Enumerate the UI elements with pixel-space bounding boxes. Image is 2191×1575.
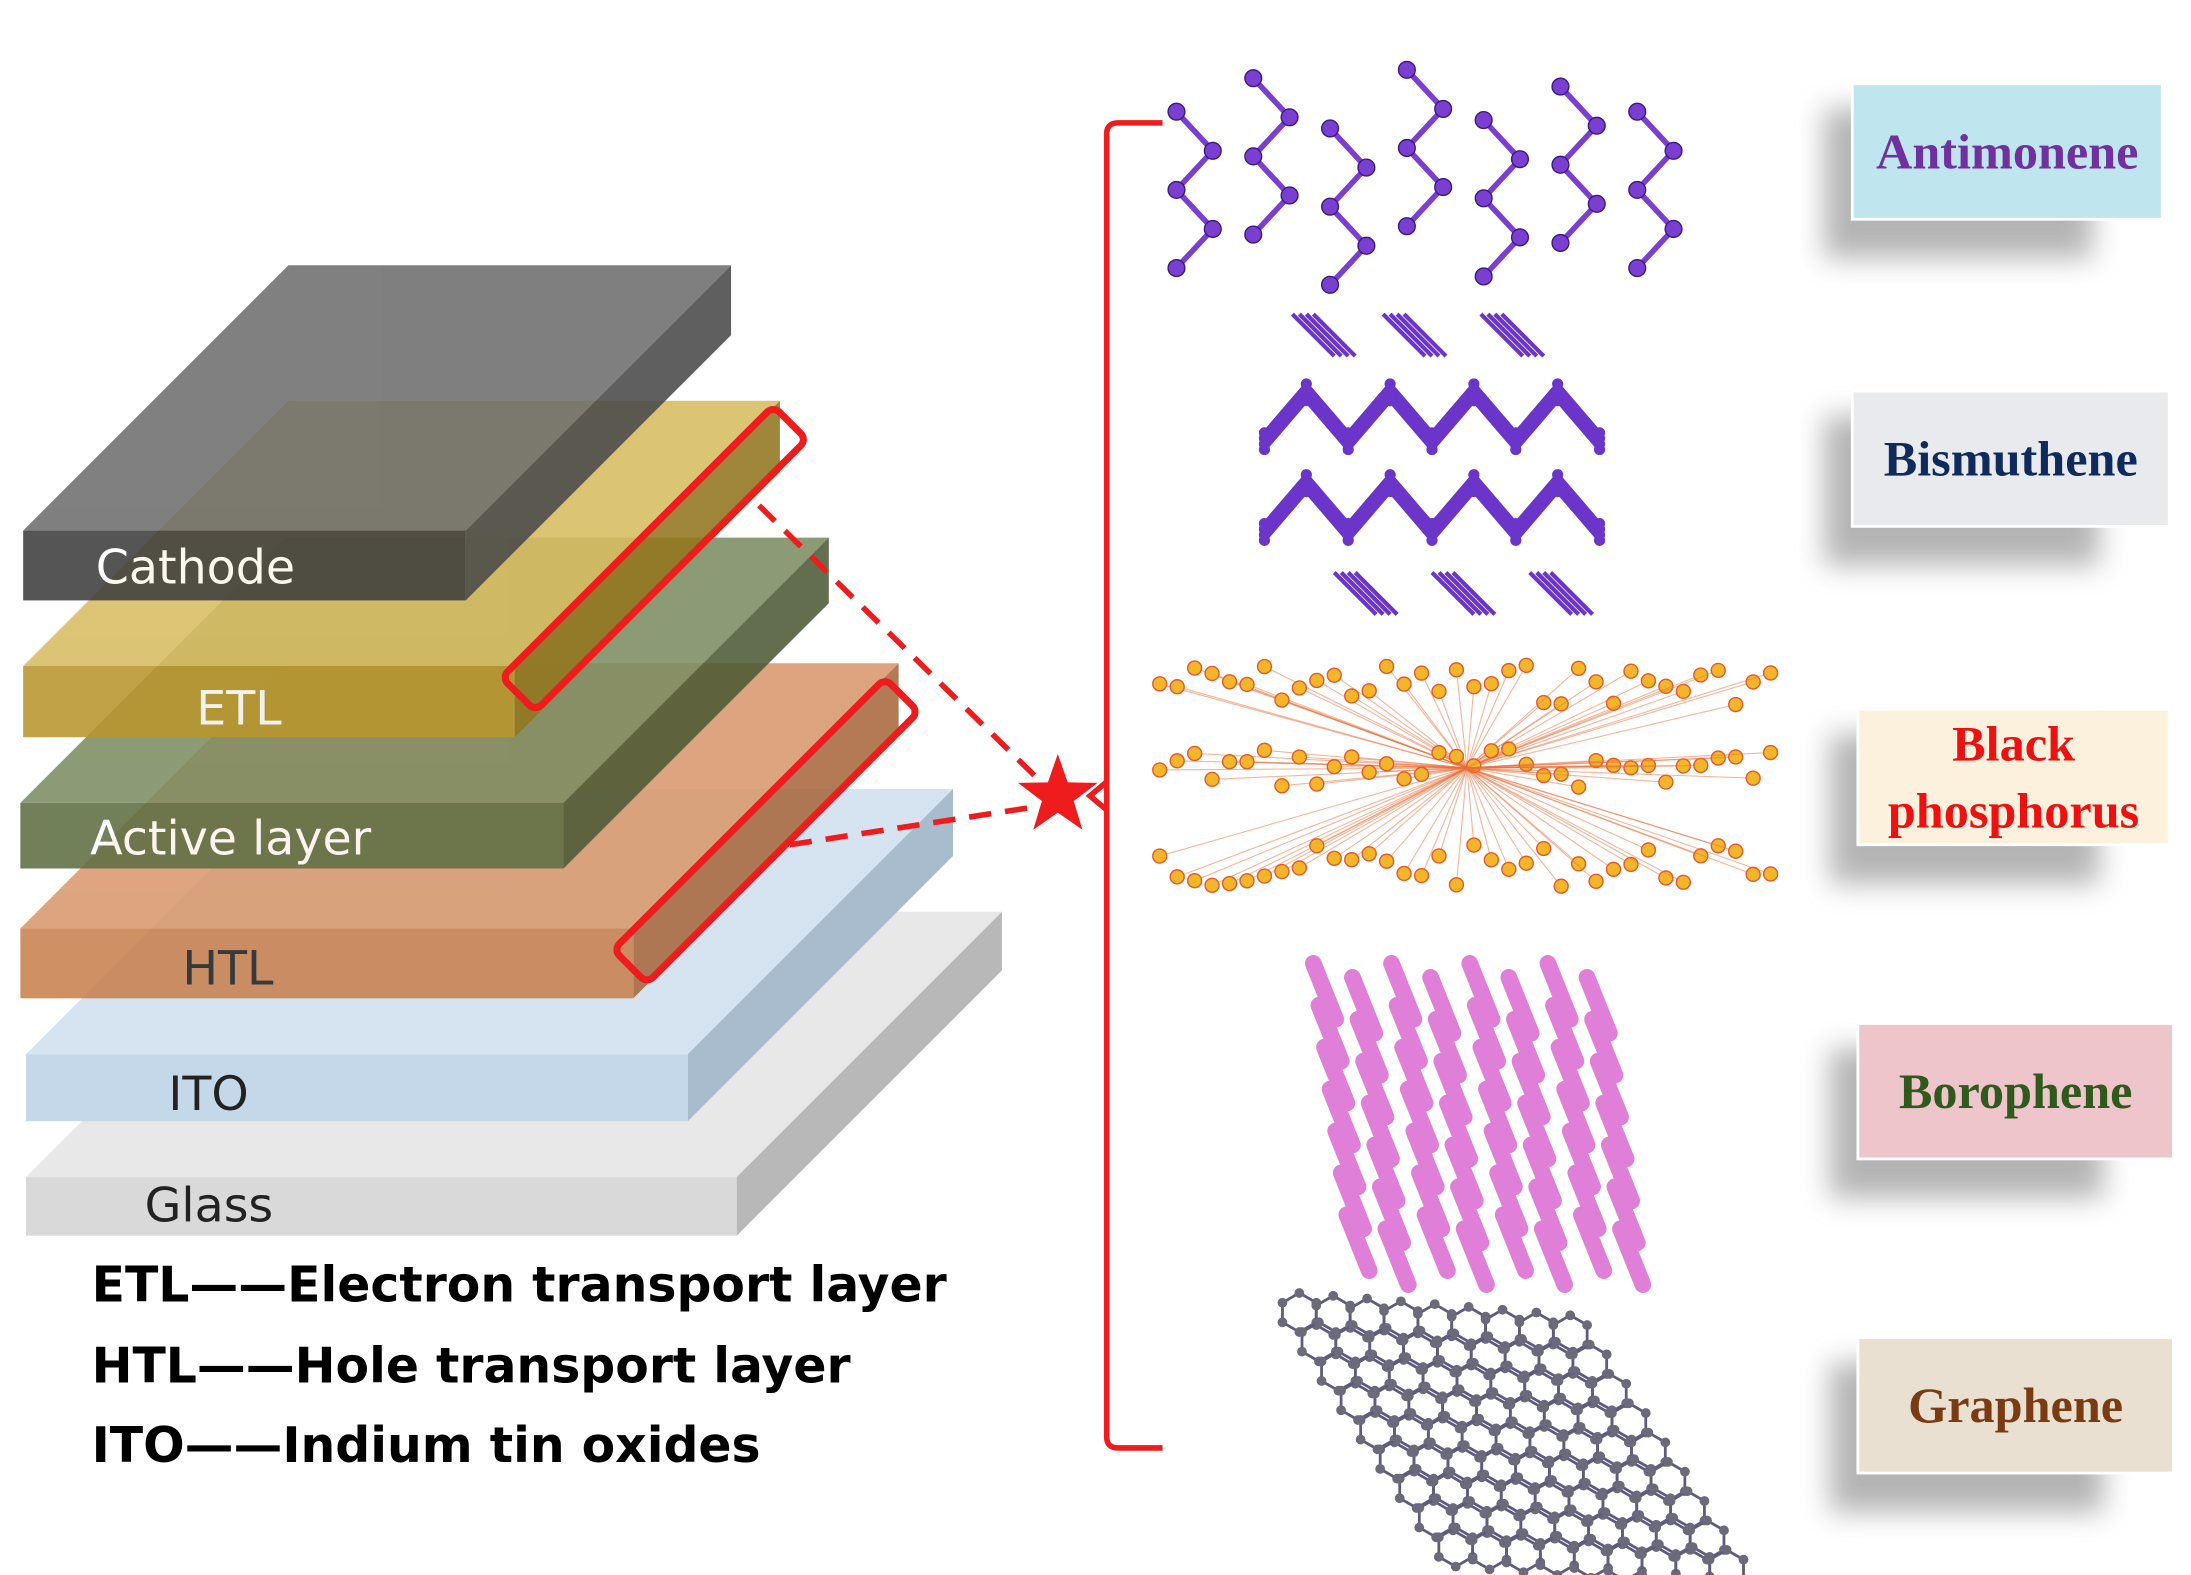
htl-highlight-box [613, 678, 919, 984]
legend-htl: HTL——Hole transport layer [92, 1337, 851, 1394]
bracket-point [1085, 779, 1109, 812]
bracket-line [1103, 120, 1163, 1451]
material-label-antimonene: Antimonene [1824, 82, 2164, 259]
layer-label-htl: HTL [182, 941, 274, 996]
label-box [1856, 707, 2171, 847]
legend-ito: ITO——Indium tin oxides [92, 1417, 761, 1474]
molecular-structures [1152, 60, 1779, 1575]
material-label-graphene: Graphene [1829, 1336, 2175, 1513]
layer-side-face [687, 788, 954, 1122]
star-icon [1018, 753, 1098, 830]
layer-side-face [465, 265, 732, 601]
layer-top-face [23, 265, 732, 531]
material-name: Antimonene [1876, 123, 2138, 179]
layer-side-face [736, 911, 1002, 1236]
layer-front-face [20, 802, 564, 869]
layer-highlights [501, 405, 1098, 984]
dashed-connector-htl [789, 804, 1035, 848]
bismuthene-structure [1258, 312, 1606, 616]
label-box [1850, 389, 2171, 528]
layer-label-ito: ITO [168, 1067, 248, 1122]
label-box [1850, 82, 2164, 221]
material-bracket [1085, 120, 1163, 1451]
graphene-structure [1277, 1288, 1749, 1575]
layer-side-face [563, 537, 829, 869]
etl-highlight-box [501, 405, 807, 712]
layer-front-face [25, 1054, 688, 1122]
material-name: Graphene [1908, 1377, 2123, 1433]
material-label-borophene: Borophene [1829, 1022, 2175, 1199]
material-label-bismuthene: Bismuthene [1824, 389, 2171, 566]
material-name: Bismuthene [1884, 430, 2138, 486]
black-phosphorus-structure [1152, 657, 1779, 894]
borophene-structure [1304, 955, 1652, 1293]
layer-label-active: Active layer [90, 812, 371, 867]
layer-label-etl: ETL [196, 682, 282, 737]
layer-label-cathode: Cathode [96, 541, 295, 596]
layer-side-face [514, 400, 780, 738]
layer-front-face [23, 530, 466, 601]
layer-side-face [633, 663, 899, 999]
label-box [1856, 1336, 2175, 1475]
layer-cathode: Cathode [23, 265, 732, 601]
device-layer-stack: Glass ITO HTL Active layer ETL Cathode [20, 265, 1002, 1236]
legend-etl: ETL——Electron transport layer [92, 1256, 947, 1313]
layer-front-face [20, 928, 634, 999]
label-box [1856, 1022, 2175, 1161]
material-label-black_phosphorus: Black phosphorus [1829, 707, 2171, 884]
material-name: Black [1952, 715, 2075, 771]
antimonene-structure [1167, 60, 1683, 294]
layer-label-glass: Glass [145, 1179, 274, 1234]
dashed-connector-etl [757, 503, 1044, 784]
material-name: phosphorus [1888, 782, 2139, 838]
material-name: Borophene [1899, 1063, 2133, 1119]
layer-front-face [25, 1177, 737, 1236]
layer-front-face [23, 666, 515, 738]
abbreviation-legend: ETL——Electron transport layer HTL——Hole … [92, 1256, 947, 1474]
